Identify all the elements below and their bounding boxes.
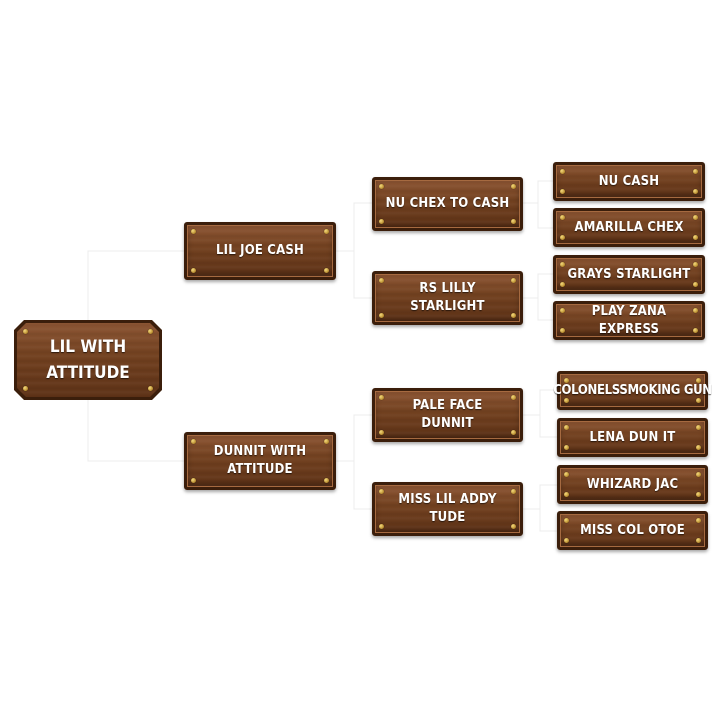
nail-icon: [560, 328, 565, 333]
nail-icon: [379, 219, 384, 224]
nail-icon: [511, 395, 516, 400]
nail-icon: [693, 328, 698, 333]
nail-icon: [511, 313, 516, 318]
dam-sire-sire-node[interactable]: COLONELSSMOKING GUN: [553, 371, 712, 410]
nail-icon: [379, 278, 384, 283]
nail-icon: [23, 329, 28, 334]
nail-icon: [693, 282, 698, 287]
dam-sire-label: PALE FACE DUNNIT: [412, 398, 483, 431]
nail-icon: [560, 215, 565, 220]
nail-icon: [191, 229, 196, 234]
nail-icon: [560, 189, 565, 194]
dam-node[interactable]: DUNNIT WITH ATTITUDE: [184, 432, 336, 490]
nail-icon: [379, 184, 384, 189]
nail-icon: [191, 439, 196, 444]
dam-dam-sire-label: WHIZARD JAC: [586, 476, 679, 492]
nail-icon: [693, 308, 698, 313]
nail-icon: [696, 378, 701, 383]
dam-sire-sire-label: COLONELSSMOKING GUN: [553, 382, 712, 398]
nail-icon: [511, 489, 516, 494]
sire-sire-label: NU CHEX TO CASH: [385, 196, 510, 212]
nail-icon: [191, 478, 196, 483]
sire-dam-node[interactable]: RS LILLY STARLIGHT: [372, 271, 523, 325]
nail-icon: [696, 518, 701, 523]
nail-icon: [564, 492, 569, 497]
nail-icon: [23, 386, 28, 391]
dam-sire-dam-label: LENA DUN IT: [589, 429, 676, 445]
nail-icon: [696, 492, 701, 497]
nail-icon: [511, 278, 516, 283]
root-sign: LIL WITH ATTITUDE: [17, 323, 159, 397]
nail-icon: [324, 478, 329, 483]
sire-sire-dam-label: AMARILLA CHEX: [574, 219, 684, 235]
dam-dam-sire-node[interactable]: WHIZARD JAC: [557, 465, 708, 504]
nail-icon: [564, 378, 569, 383]
sire-sire-sire-node[interactable]: NU CASH: [553, 162, 705, 201]
nail-icon: [693, 189, 698, 194]
sire-dam-label: RS LILLY STARLIGHT: [410, 281, 485, 314]
nail-icon: [511, 430, 516, 435]
nail-icon: [560, 308, 565, 313]
nail-icon: [696, 472, 701, 477]
sire-sire-node[interactable]: NU CHEX TO CASH: [372, 177, 523, 231]
nail-icon: [560, 282, 565, 287]
nail-icon: [564, 538, 569, 543]
nail-icon: [693, 215, 698, 220]
nail-icon: [696, 538, 701, 543]
dam-sire-node[interactable]: PALE FACE DUNNIT: [372, 388, 523, 442]
dam-sire-dam-node[interactable]: LENA DUN IT: [557, 418, 708, 457]
nail-icon: [379, 524, 384, 529]
nail-icon: [379, 430, 384, 435]
nail-icon: [560, 235, 565, 240]
root-label: LIL WITH ATTITUDE: [46, 336, 130, 383]
nail-icon: [696, 445, 701, 450]
nail-icon: [564, 425, 569, 430]
sire-dam-dam-node[interactable]: PLAY ZANA EXPRESS: [553, 301, 705, 340]
nail-icon: [324, 439, 329, 444]
nail-icon: [564, 472, 569, 477]
dam-label: DUNNIT WITH ATTITUDE: [213, 444, 307, 477]
dam-dam-node[interactable]: MISS LIL ADDY TUDE: [372, 482, 523, 536]
sire-sire-sire-label: NU CASH: [598, 173, 660, 189]
nail-icon: [379, 395, 384, 400]
nail-icon: [693, 262, 698, 267]
nail-icon: [379, 313, 384, 318]
nail-icon: [693, 169, 698, 174]
dam-dam-label: MISS LIL ADDY TUDE: [398, 492, 497, 525]
sire-dam-sire-label: GRAYS STARLIGHT: [567, 266, 691, 282]
sire-dam-sire-node[interactable]: GRAYS STARLIGHT: [553, 255, 705, 294]
nail-icon: [379, 489, 384, 494]
nail-icon: [560, 169, 565, 174]
horse-root-node[interactable]: LIL WITH ATTITUDE: [14, 320, 162, 400]
nail-icon: [324, 268, 329, 273]
nail-icon: [324, 229, 329, 234]
dam-dam-dam-node[interactable]: MISS COL OTOE: [557, 511, 708, 550]
sire-node[interactable]: LIL JOE CASH: [184, 222, 336, 280]
nail-icon: [696, 425, 701, 430]
nail-icon: [511, 184, 516, 189]
nail-icon: [560, 262, 565, 267]
sire-sire-dam-node[interactable]: AMARILLA CHEX: [553, 208, 705, 247]
sire-label: LIL JOE CASH: [216, 243, 304, 259]
nail-icon: [511, 219, 516, 224]
nail-icon: [696, 398, 701, 403]
dam-dam-dam-label: MISS COL OTOE: [580, 522, 685, 538]
nail-icon: [564, 445, 569, 450]
nail-icon: [148, 386, 153, 391]
nail-icon: [564, 398, 569, 403]
nail-icon: [564, 518, 569, 523]
sire-dam-dam-label: PLAY ZANA EXPRESS: [591, 303, 667, 337]
nail-icon: [191, 268, 196, 273]
nail-icon: [148, 329, 153, 334]
nail-icon: [511, 524, 516, 529]
nail-icon: [693, 235, 698, 240]
